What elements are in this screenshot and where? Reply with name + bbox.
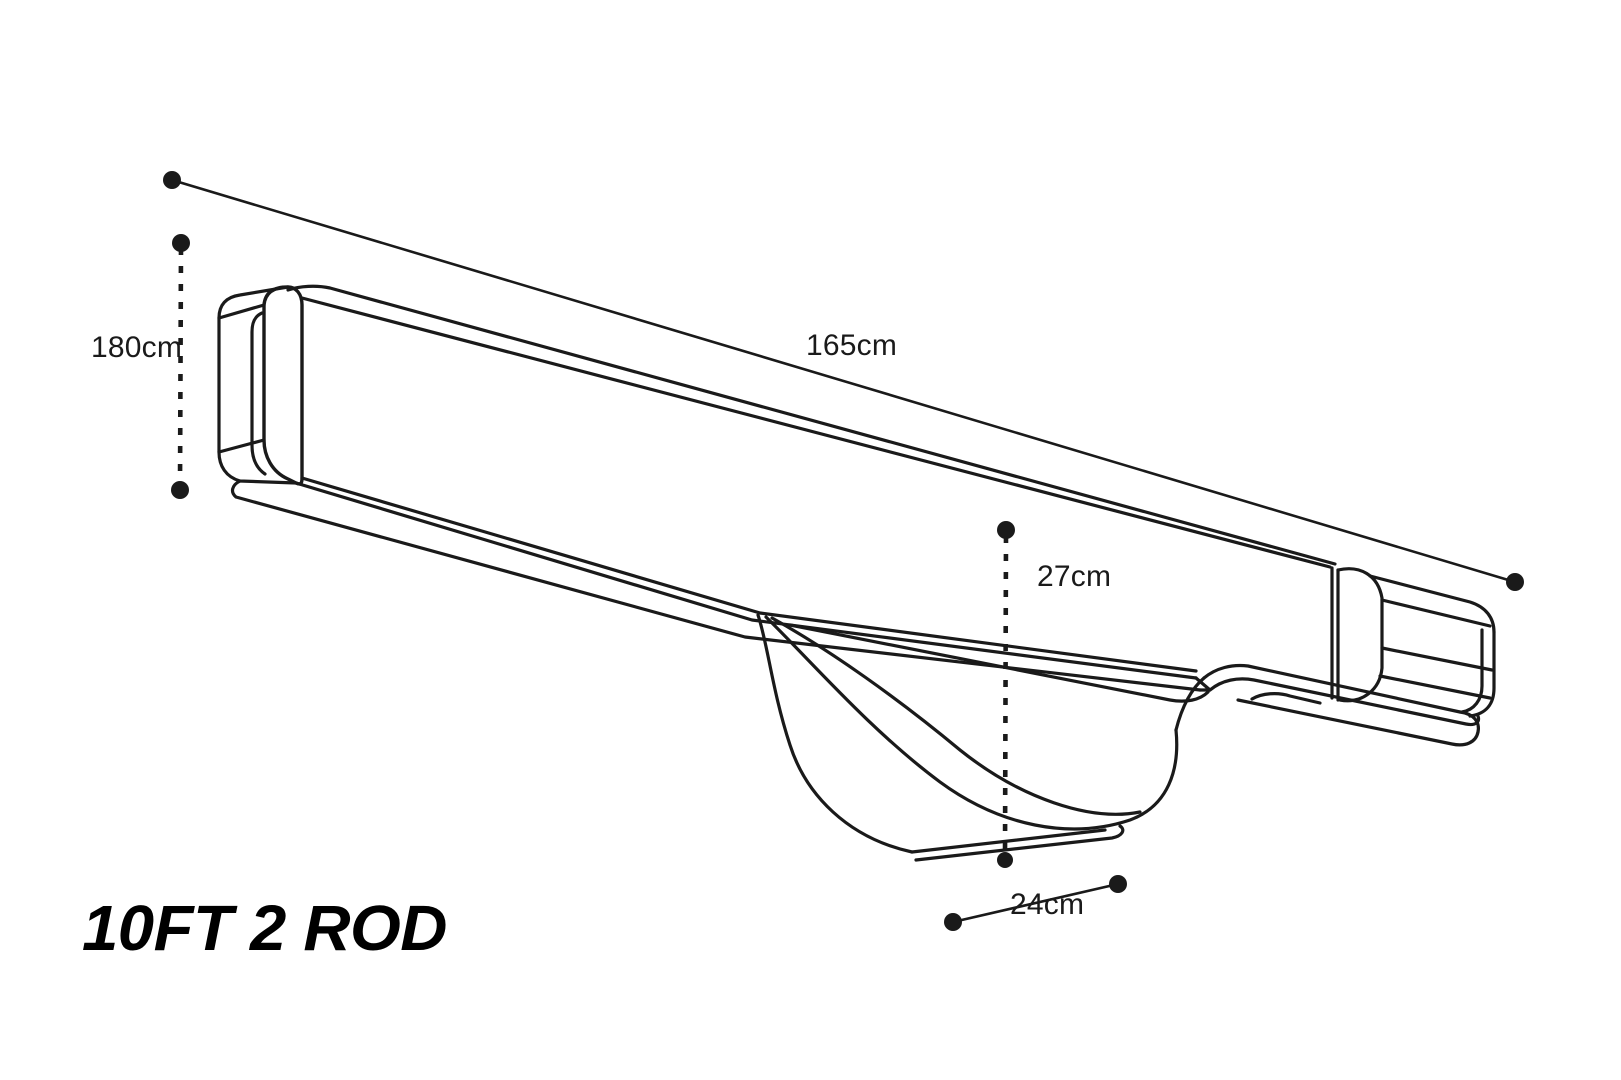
dimension-24cm-end-dot (1109, 875, 1127, 893)
left-endcap-left-seam (217, 303, 266, 320)
dimension-line-180cm (171, 234, 190, 499)
right-cap-seam-2 (1380, 646, 1494, 672)
rod-tray-notch (1250, 692, 1322, 705)
rod-tray-bottom-edge (1236, 698, 1480, 747)
fabric-inner-crease (770, 616, 1142, 816)
rod-tray-top-surface (1202, 663, 1462, 714)
product-body (217, 284, 1337, 703)
dimension-label-180cm: 180cm (91, 331, 183, 364)
bottom-rail-lower-edge (230, 479, 1202, 692)
dimension-label-165cm: 165cm (806, 329, 898, 362)
dimension-27cm-start-dot (997, 521, 1015, 539)
dimension-180cm-line (177, 247, 184, 487)
right-cap-seam-1 (1380, 598, 1492, 628)
right-cap-outer-round (1468, 630, 1496, 718)
fabric-right-edge (1174, 676, 1206, 732)
right-cap-inner-round (1460, 628, 1484, 714)
dimension-180cm-start-dot (172, 234, 190, 252)
fabric-base-hem (910, 828, 1107, 854)
left-endcap-inner-seam (250, 311, 267, 476)
main-tube-front-crease (286, 284, 1337, 566)
draped-fabric (756, 613, 1206, 862)
right-cap-seam-3 (1378, 674, 1492, 700)
dimension-165cm-end-dot (1506, 573, 1524, 591)
main-tube-front-lower-edge (300, 476, 1198, 673)
right-end-assembly (1202, 566, 1496, 747)
dimension-label-24cm: 24cm (1010, 888, 1085, 921)
rod-tray-right-edge (1458, 710, 1480, 734)
dimension-24cm-start-dot (944, 913, 962, 931)
main-tube-top-edge (300, 296, 1332, 569)
dimension-180cm-end-dot (171, 481, 189, 499)
dimension-27cm-end-dot (997, 852, 1013, 868)
product-title: 10FT 2 ROD (82, 892, 447, 964)
left-endcap-top-panel (217, 285, 298, 485)
dimension-label-27cm: 27cm (1037, 560, 1112, 593)
dimension-line-27cm (997, 521, 1015, 868)
bracket-rounded-body (1336, 567, 1384, 703)
dimension-165cm-line (170, 178, 1517, 584)
right-cap-top-edge (1368, 574, 1496, 634)
bottom-rail-upper-edge (294, 481, 1198, 680)
fabric-base-hem-back (914, 824, 1125, 862)
fabric-front-curve (764, 615, 1179, 831)
dimension-27cm-line (1002, 535, 1009, 857)
dimension-24cm-line (951, 882, 1120, 924)
fabric-left-edge (756, 613, 914, 854)
left-endcap-left-seam-lower (217, 438, 266, 454)
left-endcap-front-face (262, 285, 304, 486)
dimension-165cm-start-dot (163, 171, 181, 189)
dimension-line-165cm (163, 171, 1524, 591)
dimension-line-24cm (944, 875, 1127, 931)
main-tube-back-lower-edge (788, 623, 1210, 703)
